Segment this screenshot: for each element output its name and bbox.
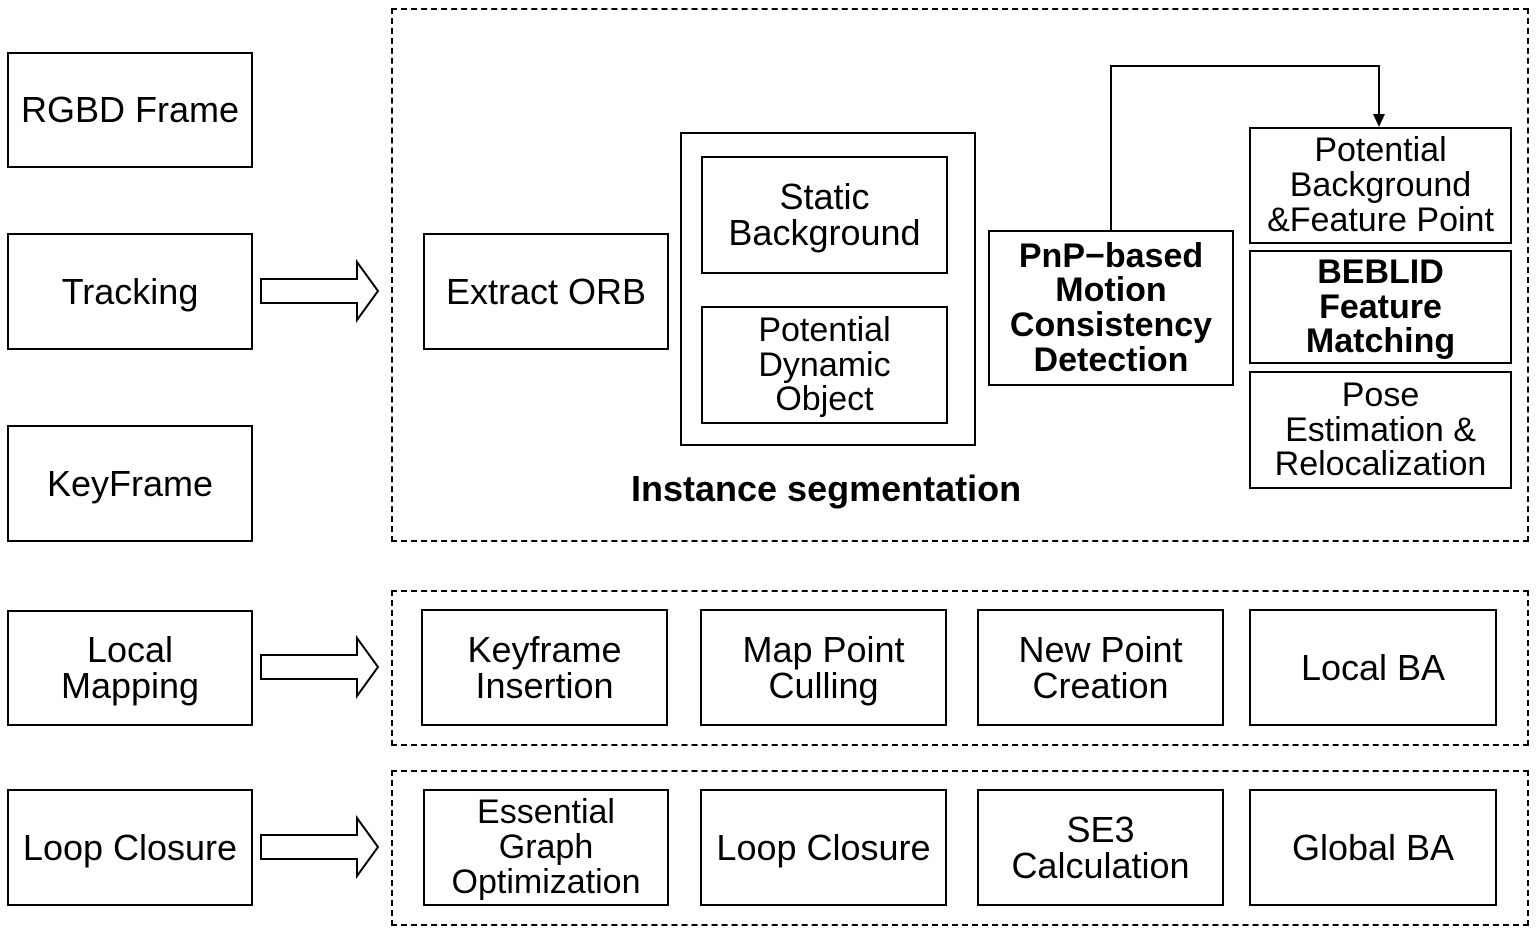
loop-closure-arrow bbox=[260, 814, 380, 880]
se3-calculation-box: SE3 Calculation bbox=[977, 789, 1224, 906]
beblid-matching-box: BEBLID Feature Matching bbox=[1249, 250, 1512, 364]
instance-segmentation-caption: Instance segmentation bbox=[631, 468, 1022, 509]
potential-dynamic-object-label: Potential Dynamic Object bbox=[758, 310, 891, 419]
map-point-culling-box: Map Point Culling bbox=[700, 609, 947, 726]
local-ba-box: Local BA bbox=[1249, 609, 1497, 726]
se3-calculation-label: SE3 Calculation bbox=[1011, 808, 1190, 886]
local-mapping-label: Local Mapping bbox=[60, 629, 200, 706]
global-ba-label: Global BA bbox=[1291, 826, 1455, 868]
tracking-box: Tracking bbox=[7, 233, 253, 350]
loop-closure-step-label: Loop Closure bbox=[716, 826, 931, 868]
local-mapping-arrow bbox=[260, 634, 380, 700]
map-point-culling-label: Map Point Culling bbox=[742, 628, 905, 706]
pose-estimation-label: Pose Estimation & Relocalization bbox=[1274, 375, 1487, 484]
tracking-label: Tracking bbox=[61, 270, 199, 312]
global-ba-box: Global BA bbox=[1249, 789, 1497, 906]
essential-graph-label: Essential Graph Optimization bbox=[451, 793, 641, 901]
tracking-arrow bbox=[260, 258, 380, 324]
rgbd-frame-label: RGBD Frame bbox=[20, 89, 240, 130]
keyframe-label: KeyFrame bbox=[46, 462, 214, 504]
pnp-motion-detection-label: PnP−based Motion Consistency Detection bbox=[1009, 236, 1213, 379]
keyframe-box: KeyFrame bbox=[7, 425, 253, 542]
local-ba-label: Local BA bbox=[1300, 646, 1446, 688]
new-point-creation-box: New Point Creation bbox=[977, 609, 1224, 726]
static-background-box: Static Background bbox=[701, 156, 948, 274]
keyframe-insertion-label: Keyframe Insertion bbox=[467, 628, 622, 706]
keyframe-insertion-box: Keyframe Insertion bbox=[421, 609, 668, 726]
local-mapping-box: Local Mapping bbox=[7, 610, 253, 726]
static-background-label: Static Background bbox=[728, 176, 921, 253]
pnp-motion-detection-box: PnP−based Motion Consistency Detection bbox=[988, 230, 1234, 386]
rgbd-frame-box: RGBD Frame bbox=[7, 52, 253, 168]
essential-graph-box: Essential Graph Optimization bbox=[423, 789, 669, 906]
loop-closure-step-box: Loop Closure bbox=[700, 789, 947, 906]
local-mapping-panel bbox=[391, 590, 1529, 746]
new-point-creation-label: New Point Creation bbox=[1018, 628, 1183, 706]
potential-background-box: Potential Background &Feature Point bbox=[1249, 127, 1512, 244]
potential-background-label: Potential Background &Feature Point bbox=[1267, 131, 1494, 239]
extract-orb-label: Extract ORB bbox=[445, 270, 647, 312]
potential-dynamic-object-box: Potential Dynamic Object bbox=[701, 306, 948, 424]
loop-closure-label: Loop Closure bbox=[22, 826, 238, 868]
pnp-to-background-connector bbox=[1110, 65, 1380, 230]
loop-closure-box: Loop Closure bbox=[7, 789, 253, 906]
extract-orb-box: Extract ORB bbox=[423, 233, 669, 350]
pnp-to-background-arrowhead bbox=[1373, 114, 1385, 127]
pose-estimation-box: Pose Estimation & Relocalization bbox=[1249, 371, 1512, 489]
beblid-matching-label: BEBLID Feature Matching bbox=[1305, 252, 1456, 361]
loop-closure-panel bbox=[391, 770, 1529, 926]
tracking-panel bbox=[391, 8, 1529, 542]
